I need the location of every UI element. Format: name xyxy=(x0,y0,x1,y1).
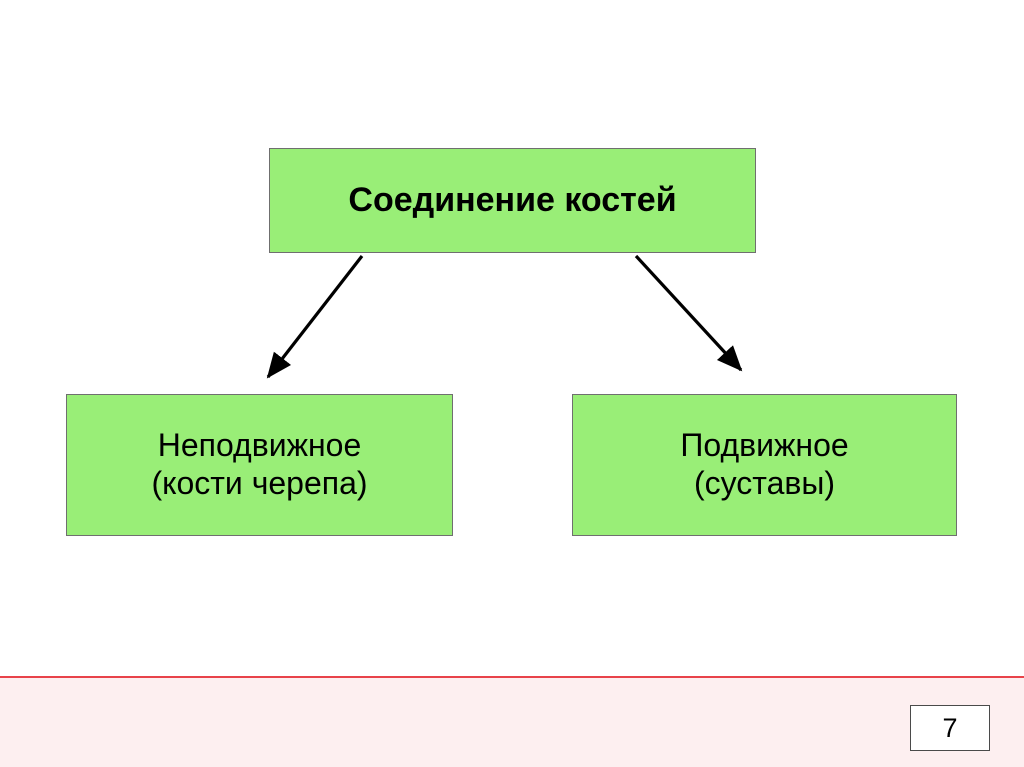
node-mobile-joint-label-line1: Подвижное xyxy=(680,427,849,464)
footer-band xyxy=(0,676,1024,767)
node-mobile-joint-label-line2: (суставы) xyxy=(693,465,836,501)
node-immobile-joint-label-line2: (кости черепа) xyxy=(151,465,368,501)
node-mobile-joint: Подвижное (суставы) xyxy=(572,394,957,536)
node-immobile-joint: Неподвижное (кости черепа) xyxy=(66,394,453,536)
arrow-root-to-left xyxy=(266,255,364,379)
page-number-box: 7 xyxy=(910,705,990,751)
page-number: 7 xyxy=(942,712,958,743)
node-immobile-joint-label-line1: Неподвижное xyxy=(157,427,362,464)
node-root: Соединение костей xyxy=(269,148,756,253)
arrow-root-to-right xyxy=(634,254,743,372)
node-root-label: Соединение костей xyxy=(348,181,677,220)
